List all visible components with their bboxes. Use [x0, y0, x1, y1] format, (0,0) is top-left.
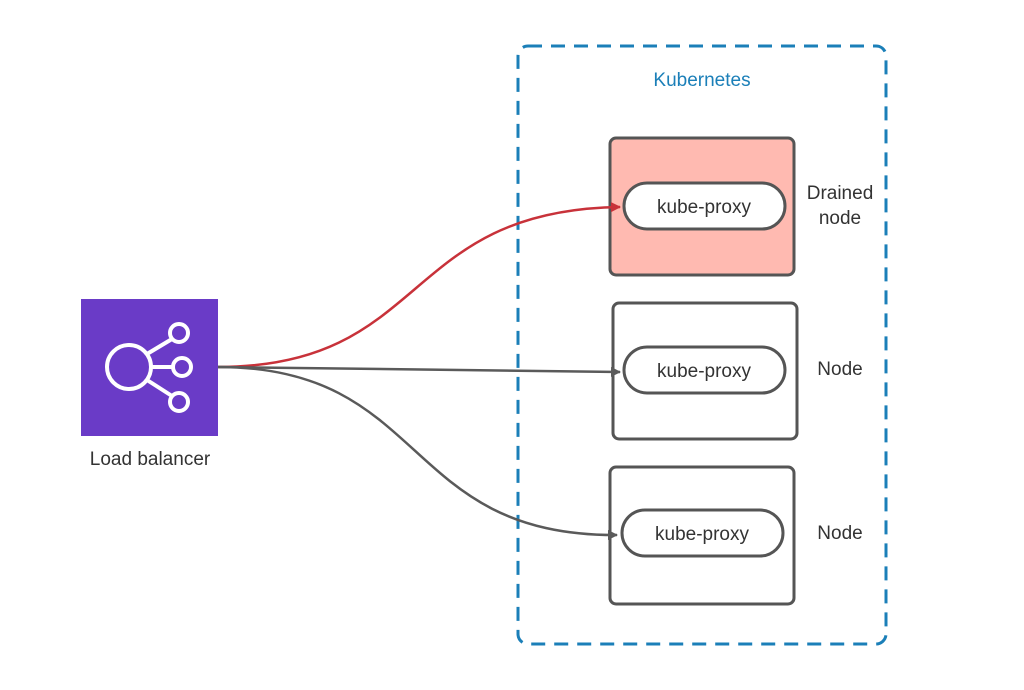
edge-to-node-3 — [217, 365, 618, 541]
node-3: kube-proxy — [608, 465, 796, 606]
drained-node-label-line2: node — [819, 208, 861, 229]
drained-node-label-line1: Drained — [807, 183, 874, 204]
kube-proxy-pill — [622, 345, 787, 395]
kube-proxy-pill — [620, 508, 785, 558]
node-2-label: Node — [817, 359, 862, 380]
kubernetes-cluster-label: Kubernetes — [653, 70, 750, 91]
node-2: kube-proxy — [611, 301, 799, 441]
drained-node: kube-proxy — [608, 136, 796, 277]
load-balancer-label: Load balancer — [90, 449, 211, 470]
edge-to-drained-node — [217, 202, 621, 369]
kube-proxy-label: kube-proxy — [657, 197, 751, 218]
kube-proxy-pill — [622, 181, 787, 231]
load-balancer — [81, 299, 218, 436]
kube-proxy-label: kube-proxy — [657, 361, 751, 382]
kubernetes-cluster-boundary — [516, 44, 888, 646]
edge-to-node-2 — [217, 365, 621, 377]
node-3-label: Node — [817, 523, 862, 544]
load-balancer-icon — [105, 322, 193, 413]
kube-proxy-label: kube-proxy — [655, 524, 749, 545]
